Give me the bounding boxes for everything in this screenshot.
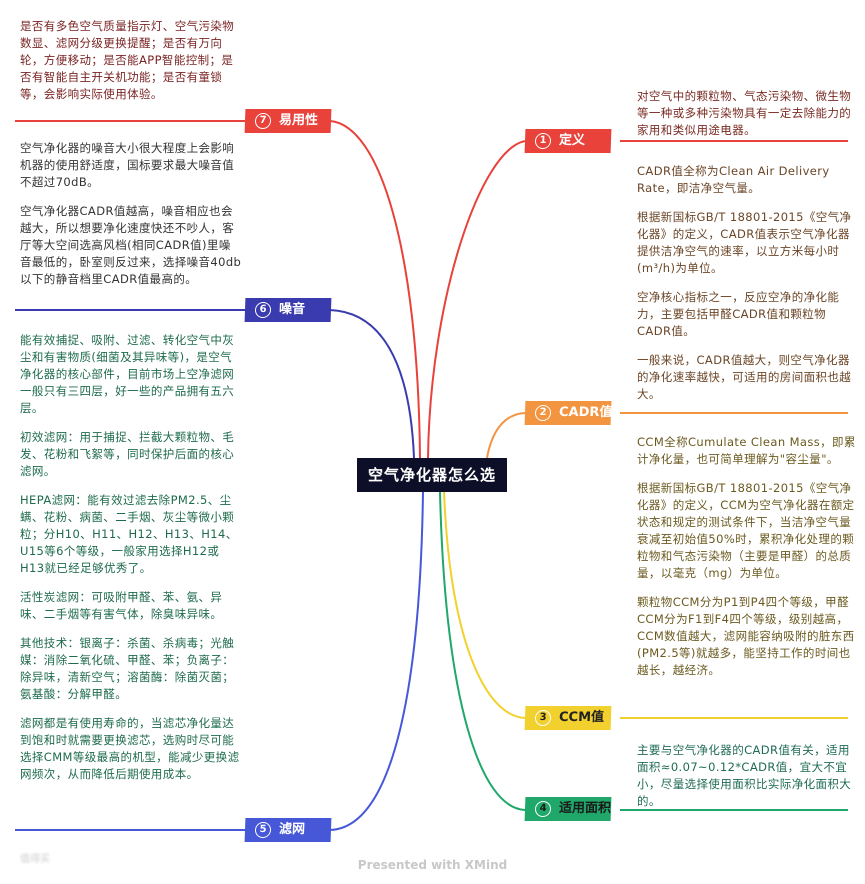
note-text: 是否有多色空气质量指示灯、空气污染物数显、滤网分级更换提醒；是否有万向轮，方便移…	[20, 19, 235, 101]
topic-label: CADR值	[558, 405, 613, 420]
connector-area	[439, 491, 526, 811]
note-text: HEPA滤网：能有效过滤去除PM2.5、尘螨、花粉、病菌、二手烟、灰尘等微小颗粒…	[20, 493, 238, 575]
note-text: 空气净化器的噪音大小很大程度上会影响机器的使用舒适度，国标要求最大噪音值不超过7…	[20, 141, 235, 189]
topic-ease-of-use[interactable]: 7 易用性	[244, 109, 332, 133]
note-ease-of-use: 是否有多色空气质量指示灯、空气污染物数显、滤网分级更换提醒；是否有万向轮，方便移…	[20, 18, 242, 103]
connector-ccm	[443, 491, 526, 719]
note-definition: 对空气中的颗粒物、气态污染物、微生物等一种或多种污染物具有一定去除能力的家用和类…	[637, 88, 859, 139]
note-text: 颗粒物CCM分为P1到P4四个等级，甲醛CCM分为F1到F4四个等级，级别越高，…	[637, 595, 855, 677]
note-text: 一般来说，CADR值越大，则空气净化器的净化速率越快，可适用的房间面积也越大。	[637, 353, 852, 401]
note-text: 滤网都是有使用寿命的，当滤芯净化量达到饱和时就需要更换滤芯，选购时尽可能选择CM…	[20, 716, 240, 781]
topic-ccm[interactable]: 3 CCM值	[524, 706, 612, 730]
connector-cadr	[486, 412, 526, 459]
note-cadr: CADR值全称为Clean Air Delivery Rate，即洁净空气量。 …	[637, 163, 859, 403]
note-text: 对空气中的颗粒物、气态污染物、微生物等一种或多种污染物具有一定去除能力的家用和类…	[637, 89, 852, 137]
number-badge: 3	[534, 710, 552, 726]
connector-ease-of-use	[329, 120, 421, 459]
topic-label: 适用面积	[558, 801, 612, 816]
topic-area[interactable]: 4 适用面积	[524, 797, 612, 821]
topic-label: 滤网	[278, 822, 306, 837]
connector-definition	[427, 140, 526, 459]
note-filter: 能有效捕捉、吸附、过滤、转化空气中灰尘和有害物质(细菌及其异味等)，是空气净化器…	[20, 332, 242, 783]
number-badge: 1	[534, 133, 552, 149]
topic-noise[interactable]: 6 噪音	[244, 298, 332, 322]
note-text: CCM全称Cumulate Clean Mass，即累计净化量，也可简单理解为"…	[637, 435, 856, 466]
note-text: 初效滤网：用于捕捉、拦截大颗粒物、毛发、花粉和飞絮等，同时保护后面的核心滤网。	[20, 430, 235, 478]
topic-cadr[interactable]: 2 CADR值	[524, 401, 613, 425]
topic-label: CCM值	[558, 710, 605, 725]
topic-label: 定义	[558, 133, 586, 148]
number-badge: 6	[254, 302, 272, 318]
note-text: 其他技术：银离子：杀菌、杀病毒；光触媒：消除二氧化硫、甲醛、苯；负离子：除异味，…	[20, 636, 235, 701]
topic-definition[interactable]: 1 定义	[524, 129, 612, 153]
topic-label: 噪音	[278, 302, 306, 317]
note-text: 根据新国标GB/T 18801-2015《空气净化器》的定义，CADR值表示空气…	[637, 210, 852, 275]
number-badge: 5	[254, 822, 272, 838]
central-topic[interactable]: 空气净化器怎么选	[357, 458, 507, 492]
note-noise: 空气净化器的噪音大小很大程度上会影响机器的使用舒适度，国标要求最大噪音值不超过7…	[20, 140, 242, 288]
number-badge: 4	[534, 801, 552, 817]
note-text: 活性炭滤网：可吸附甲醛、苯、氨、异味、二手烟等有害气体，除臭味异味。	[20, 590, 223, 621]
number-badge: 2	[534, 405, 552, 421]
connector-noise	[329, 309, 415, 459]
connector-filter	[329, 491, 424, 831]
note-text: 主要与空气净化器的CADR值有关，适用面积≈0.07~0.12*CADR值，宜大…	[637, 743, 852, 808]
topic-filter[interactable]: 5 滤网	[244, 818, 332, 842]
note-text: 能有效捕捉、吸附、过滤、转化空气中灰尘和有害物质(细菌及其异味等)，是空气净化器…	[20, 333, 235, 415]
footer-credit: Presented with XMind	[357, 858, 508, 872]
note-text: CADR值全称为Clean Air Delivery Rate，即洁净空气量。	[637, 164, 830, 195]
watermark: 值得买	[20, 854, 50, 865]
note-area: 主要与空气净化器的CADR值有关，适用面积≈0.07~0.12*CADR值，宜大…	[637, 742, 859, 810]
number-badge: 7	[254, 113, 272, 129]
note-text: 空气净化器CADR值越高，噪音相应也会越大，所以想要净化速度快还不吵人，客厅等大…	[20, 204, 242, 286]
note-ccm: CCM全称Cumulate Clean Mass，即累计净化量，也可简单理解为"…	[637, 434, 859, 679]
note-text: 空净核心指标之一，反应空净的净化能力，主要包括甲醛CADR值和颗粒物CADR值。	[637, 290, 840, 338]
note-text: 根据新国标GB/T 18801-2015《空气净化器》的定义，CCM为空气净化器…	[637, 481, 855, 580]
topic-label: 易用性	[278, 113, 319, 128]
